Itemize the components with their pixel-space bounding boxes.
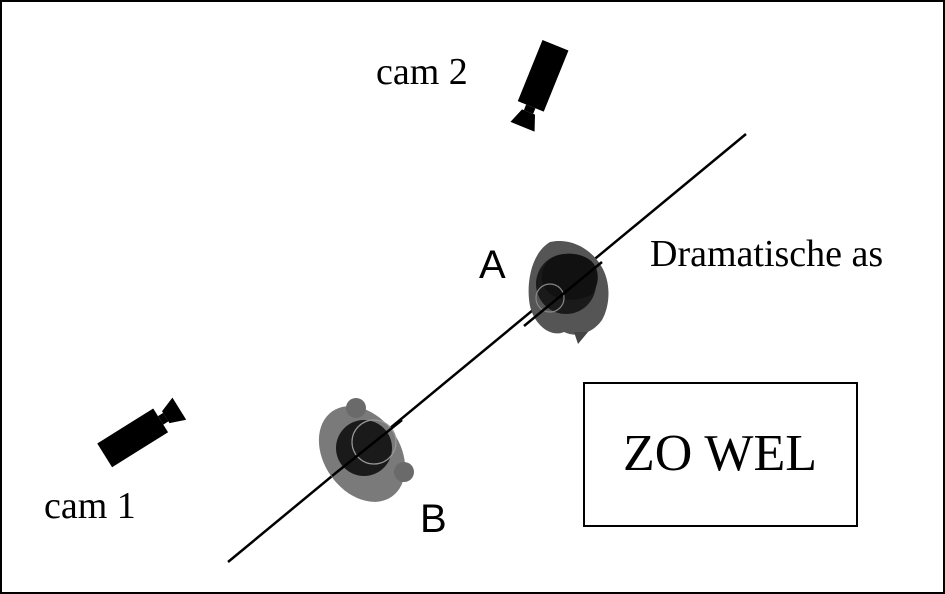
person-b-icon [318, 398, 414, 502]
dramatic-axis-line [227, 133, 747, 563]
cam2-icon [510, 39, 569, 132]
zo-wel-box [583, 382, 858, 527]
person-a-label: A [479, 243, 506, 287]
cam1-icon [97, 397, 187, 468]
cam2-label: cam 2 [376, 51, 468, 93]
person-b-label: B [420, 497, 447, 541]
cam1-label: cam 1 [44, 485, 136, 527]
dramatic-axis-label: Dramatische as [650, 233, 883, 275]
zo-wel-label: ZO WEL [623, 425, 817, 482]
person-a-icon [523, 240, 609, 344]
